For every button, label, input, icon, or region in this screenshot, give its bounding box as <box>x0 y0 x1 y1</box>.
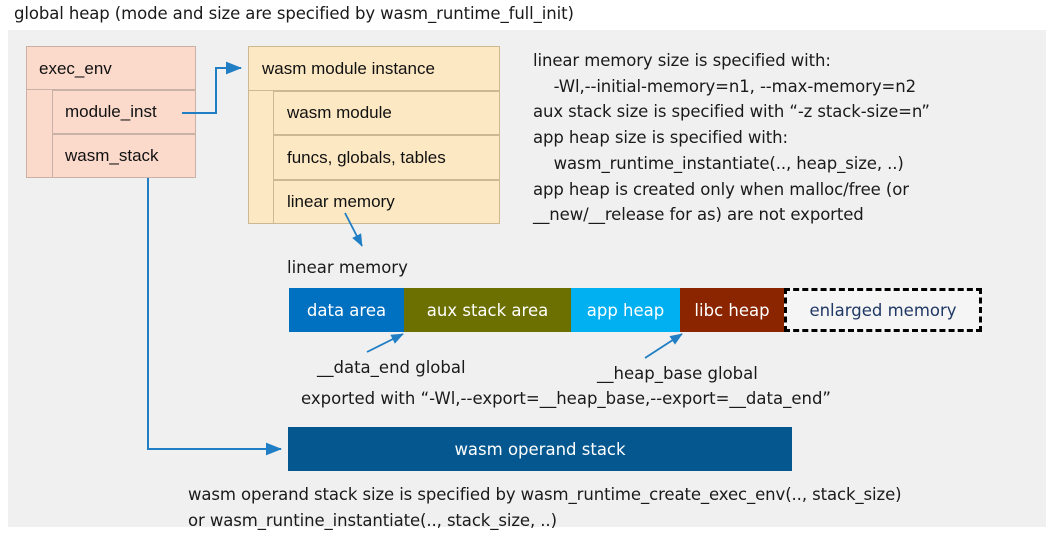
module-instance-header-label: wasm module instance <box>262 59 435 78</box>
exec-env-header: exec_env <box>26 46 196 90</box>
wasm-operand-stack-bar: wasm operand stack <box>288 427 792 471</box>
exec-env-row-wasm-stack: wasm_stack <box>52 134 196 178</box>
exec-env-row-module-inst-label: module_inst <box>65 102 157 121</box>
memory-segment-label: enlarged memory <box>809 300 957 320</box>
page-title: global heap (mode and size are specified… <box>14 4 574 23</box>
memory-segment-label: app heap <box>586 300 665 320</box>
memory-segment-label: data area <box>306 300 387 320</box>
memory-segment-app-heap: app heap <box>571 288 680 332</box>
module-instance-header: wasm module instance <box>248 46 500 91</box>
annotation-exported-with: exported with “-Wl,--export=__heap_base,… <box>301 389 831 408</box>
module-instance-row-linear-memory: linear memory <box>273 180 500 224</box>
memory-segment-label: libc heap <box>694 300 770 320</box>
exec-env-row-wasm-stack-label: wasm_stack <box>65 146 159 165</box>
module-instance-row-funcs-globals-tables: funcs, globals, tables <box>273 135 500 180</box>
memory-segment-enlarged-memory: enlarged memory <box>784 288 982 332</box>
annotation-data-end: __data_end global <box>317 358 466 377</box>
linear-memory-info-text: linear memory size is specified with: -W… <box>533 51 930 225</box>
memory-segment-label: aux stack area <box>426 300 549 320</box>
annotation-heap-base: __heap_base global <box>597 364 758 383</box>
operand-stack-info-text: wasm operand stack size is specified by … <box>188 485 902 530</box>
memory-segment-data-area: data area <box>289 288 404 332</box>
linear-memory-bar: data area aux stack area app heap libc heap… <box>289 288 982 332</box>
module-instance-row-wasm-module: wasm module <box>273 91 500 135</box>
linear-memory-caption: linear memory <box>287 258 408 277</box>
memory-segment-libc-heap: libc heap <box>680 288 784 332</box>
wasm-operand-stack-label: wasm operand stack <box>454 439 626 459</box>
module-instance-row-wasm-module-label: wasm module <box>287 103 392 122</box>
module-instance-row-funcs-globals-tables-label: funcs, globals, tables <box>287 148 446 167</box>
module-instance-row-linear-memory-label: linear memory <box>287 192 395 211</box>
exec-env-header-label: exec_env <box>39 59 112 78</box>
memory-segment-aux-stack-area: aux stack area <box>404 288 571 332</box>
exec-env-row-module-inst: module_inst <box>52 90 196 134</box>
